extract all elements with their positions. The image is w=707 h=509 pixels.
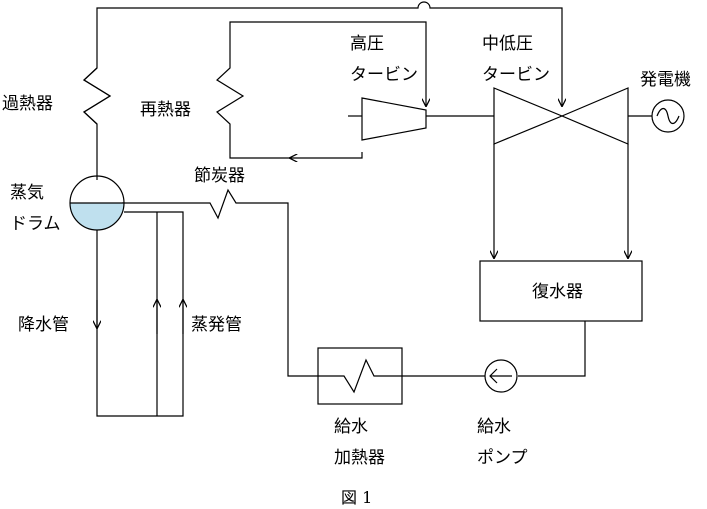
label-feed-pump-1: 給水: [477, 417, 511, 437]
reheater-loop: [290, 152, 363, 158]
label-drum-1: 蒸気: [10, 183, 44, 203]
generator: [651, 99, 685, 133]
feedwater-line-2: [243, 202, 318, 377]
superheater-steam-line: [83, 1, 562, 180]
label-drum-2: ドラム: [10, 214, 61, 234]
label-feed-heater-2: 加熱器: [334, 448, 385, 468]
label-lp-turbine-2: タービン: [482, 65, 550, 85]
label-superheater: 過熱器: [2, 94, 53, 114]
label-generator: 発電機: [640, 70, 691, 90]
label-reheater: 再熱器: [140, 100, 191, 120]
drum-water: [70, 203, 124, 230]
label-riser: 蒸発管: [191, 315, 242, 335]
label-hp-turbine-2: タービン: [350, 65, 418, 85]
condensate-line: [518, 321, 586, 377]
label-downcomer: 降水管: [18, 315, 69, 335]
figure-caption: 図 1: [341, 488, 372, 507]
feed-pump-arrow-icon: [489, 368, 512, 384]
generator-sine-icon: [656, 107, 680, 125]
feedwater-heater-coil: [318, 358, 402, 394]
label-hp-turbine-1: 高圧: [350, 34, 384, 54]
label-lp-turbine-1: 中低圧: [482, 34, 533, 54]
economizer-zigzag: [122, 188, 243, 220]
condenser: [479, 260, 643, 322]
reheater-return: [216, 21, 426, 159]
hp-turbine: [361, 97, 427, 141]
superheater-zigzag: [83, 67, 112, 125]
label-condenser: 復水器: [532, 282, 583, 302]
downcomer: [96, 211, 184, 417]
lp-turbine: [493, 87, 629, 145]
label-feed-pump-2: ポンプ: [477, 448, 528, 468]
label-feed-heater-1: 給水: [334, 417, 368, 437]
label-economizer: 節炭器: [194, 166, 245, 186]
